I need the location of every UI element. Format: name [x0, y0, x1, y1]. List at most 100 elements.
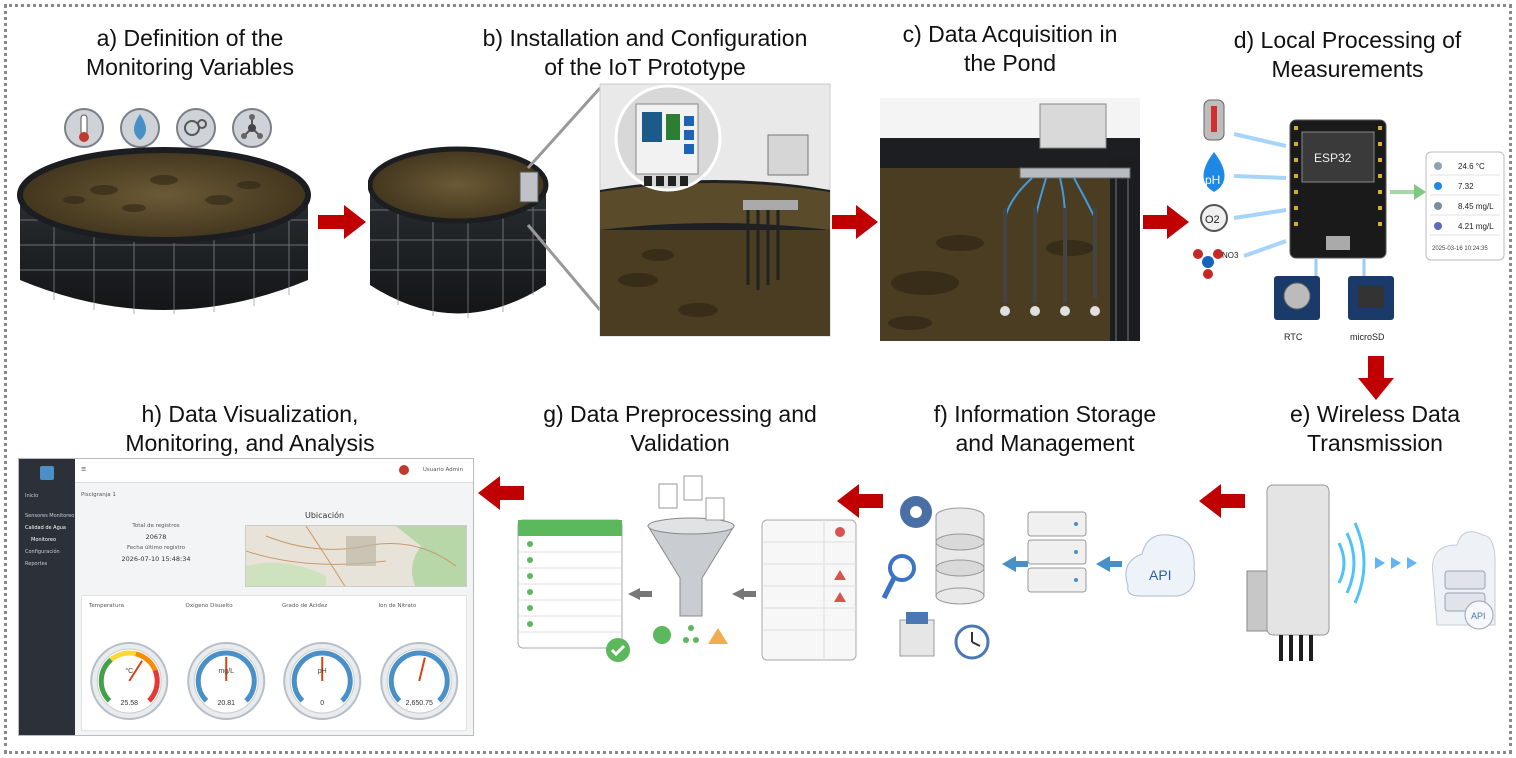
sidebar-item-home[interactable]: Inicio: [25, 493, 39, 499]
readout-card: 24.6 °C 7.32 8.45 mg/L 4.21 mg/L 2025-03…: [1425, 151, 1505, 261]
ph-drop-icon: pH: [1203, 152, 1225, 192]
transmission-arrows: [1375, 557, 1417, 569]
gauge-card: Grado de Acidez pH 0: [274, 595, 371, 731]
gauge-needle: [128, 660, 143, 682]
sidebar-item-sensors[interactable]: Sensores Monitoreo: [25, 513, 75, 519]
magnifier-icon: [881, 554, 916, 600]
gauge-dial: pH 0: [283, 642, 362, 720]
gauge-arc: [147, 669, 160, 703]
readout-timestamp: 2025-03-16 10:24:35: [1432, 246, 1488, 252]
panel-a-pond-variables: [14, 100, 314, 325]
gauge-arc: [109, 650, 137, 662]
gauge-label: Oxígeno Disuelto: [185, 603, 233, 609]
dashboard-sidebar: Inicio Sensores Monitoreo Calidad de Agu…: [19, 459, 75, 735]
clock-icon: [954, 624, 990, 660]
cloud-api-icon: API: [1125, 534, 1196, 597]
map-title: Ubicación: [305, 511, 345, 520]
ph-label: pH: [1205, 173, 1220, 187]
avatar[interactable]: [399, 465, 409, 475]
gauge-dial: mg/L20.81: [186, 642, 265, 720]
gauge-arc: [135, 651, 158, 672]
panel-g-preprocessing: [514, 470, 859, 670]
cloud-api-label-e: API: [1471, 611, 1486, 621]
panel-b-installation: [368, 80, 833, 340]
water-drop-icon: [120, 108, 160, 148]
gauge-arc: [388, 650, 450, 703]
gauge-value: 0: [320, 700, 324, 707]
arrow-f-to-g: [837, 484, 883, 518]
gauge-unit: mg/L: [218, 668, 234, 675]
readout-oxygen: 8.45 mg/L: [1458, 202, 1494, 211]
molecule-icon: [232, 108, 272, 148]
gauge-arc: [195, 650, 257, 703]
thermometer-icon: [1203, 99, 1225, 141]
arrow-d-to-e: [1358, 356, 1394, 400]
gauge-label: Temperatura: [89, 603, 124, 609]
oxygen-molecule-icon: O2: [1200, 204, 1228, 232]
panel-c-data-acquisition: [880, 98, 1140, 341]
temperature-icon: [64, 108, 104, 148]
sidebar-item-reports[interactable]: Reportes: [25, 561, 48, 567]
total-records-label: Total de registros: [132, 523, 180, 529]
gauge-value: 2,650.75: [405, 700, 432, 707]
last-record-value: 2026-07-10 15:48:34: [121, 555, 191, 563]
step-h-title: h) Data Visualization,Monitoring, and An…: [125, 401, 375, 456]
gear-icon: [900, 496, 932, 528]
user-name[interactable]: Usuario Admin: [422, 467, 463, 473]
dashboard-main: ≡ Usuario Admin Piscigranja 1 Total de r…: [75, 459, 473, 735]
menu-icon[interactable]: ≡: [81, 465, 87, 473]
sidebar-item-water-quality[interactable]: Calidad de Agua: [25, 525, 67, 531]
panel-h-dashboard: Inicio Sensores Monitoreo Calidad de Agu…: [18, 458, 474, 736]
dashboard-header: ≡ Usuario Admin: [75, 459, 473, 483]
microsd-module: microSD: [1348, 258, 1394, 342]
arrow-e-to-f: [1199, 484, 1245, 518]
rtc-module: RTC: [1274, 258, 1320, 342]
arrow-a-to-b: [318, 205, 366, 239]
server-stack-icon: [1027, 511, 1087, 593]
sidebar-item-monitoring[interactable]: Monitoreo: [31, 537, 57, 543]
microsd-label: microSD: [1350, 332, 1385, 342]
dotted-border-frame: [4, 4, 1512, 754]
gauge-label: Grado de Acidez: [282, 603, 328, 609]
readout-nitrate: 4.21 mg/L: [1458, 222, 1494, 231]
gauge-needle: [417, 657, 426, 682]
gauge-unit: pH: [318, 668, 327, 675]
summary-card: Total de registros 20678 Fecha último re…: [81, 507, 231, 587]
gauge-card: Temperatura °C 25.58: [81, 595, 178, 731]
panel-e-wireless-transmission: API: [1243, 475, 1496, 665]
sidebar-item-configuration[interactable]: Configuración: [25, 549, 60, 555]
arrow-c-to-d: [1143, 205, 1189, 239]
panel-d-local-processing: pH O2 NO3 ESP32 RTC: [1186, 96, 1508, 348]
rtc-label: RTC: [1284, 332, 1303, 342]
readout-temperature: 24.6 °C: [1458, 162, 1485, 171]
gauge-dial: 2,650.75: [379, 642, 458, 720]
gauge-unit: °C: [125, 667, 133, 675]
gauge-value: 25.58: [120, 700, 138, 707]
cloud-api-label-f: API: [1149, 567, 1172, 583]
funnel-icon: [647, 475, 735, 644]
folder-icon: [899, 612, 935, 657]
arrow-g-to-h: [478, 476, 524, 510]
readout-ph: 7.32: [1458, 182, 1474, 191]
total-records-value: 20678: [145, 533, 167, 541]
gauge-arc: [98, 657, 113, 703]
panel-f-storage-management: API: [878, 482, 1198, 667]
gauge-dial: °C 25.58: [90, 642, 169, 720]
oxygen-icon: [176, 108, 216, 148]
database-icon: [935, 507, 985, 605]
clean-table-icon: [517, 519, 630, 662]
location-map[interactable]: [245, 525, 467, 587]
arrow-b-to-c: [832, 205, 878, 239]
cloud-server-icon: API: [1432, 531, 1496, 630]
gauge-arc: [291, 650, 353, 703]
